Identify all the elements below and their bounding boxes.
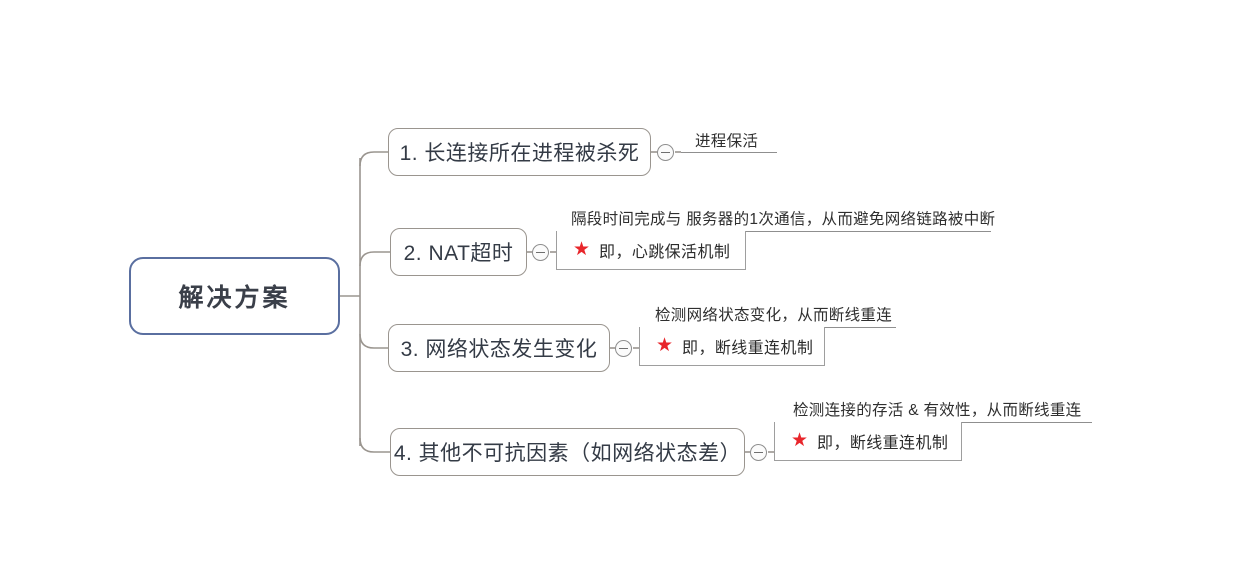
branch-node-3[interactable]: 3. 网络状态发生变化: [388, 324, 610, 372]
collapse-toggle-2[interactable]: [532, 244, 549, 261]
leaf-box-4[interactable]: ★ 即，断线重连机制: [774, 422, 962, 461]
leaf-box-2-text: 即，心跳保活机制: [599, 244, 731, 261]
leaf-box-2[interactable]: ★ 即，心跳保活机制: [556, 231, 746, 270]
branch-node-4-label: 4. 其他不可抗因素（如网络状态差）: [393, 442, 742, 465]
annotation-rule-2: [556, 231, 991, 233]
star-icon: ★: [573, 238, 591, 260]
branch-node-3-label: 3. 网络状态发生变化: [400, 338, 598, 361]
branch-node-2-label: 2. NAT超时: [403, 242, 514, 265]
branch-node-4[interactable]: 4. 其他不可抗因素（如网络状态差）: [390, 428, 745, 476]
leaf-box-3-text: 即，断线重连机制: [682, 340, 814, 357]
branch-node-1[interactable]: 1. 长连接所在进程被杀死: [388, 128, 651, 176]
star-icon: ★: [791, 429, 809, 451]
annotation-label-3: 检测网络状态变化，从而断线重连: [655, 307, 893, 324]
annotation-rule-1: [681, 152, 777, 154]
root-node[interactable]: 解决方案: [129, 257, 340, 335]
annotation-label-4: 检测连接的存活 & 有效性，从而断线重连: [793, 402, 1082, 419]
root-node-label: 解决方案: [178, 284, 291, 312]
leaf-box-4-text: 即，断线重连机制: [817, 435, 949, 452]
annotation-label-1: 进程保活: [695, 133, 759, 150]
collapse-toggle-3[interactable]: [615, 340, 632, 357]
branch-node-1-label: 1. 长连接所在进程被杀死: [399, 142, 640, 165]
collapse-toggle-4[interactable]: [750, 444, 767, 461]
annotation-label-2: 隔段时间完成与 服务器的1次通信，从而避免网络链路被中断: [571, 211, 996, 228]
collapse-toggle-1[interactable]: [657, 144, 674, 161]
branch-node-2[interactable]: 2. NAT超时: [390, 228, 527, 276]
star-icon: ★: [656, 334, 674, 356]
leaf-box-3[interactable]: ★ 即，断线重连机制: [639, 327, 825, 366]
